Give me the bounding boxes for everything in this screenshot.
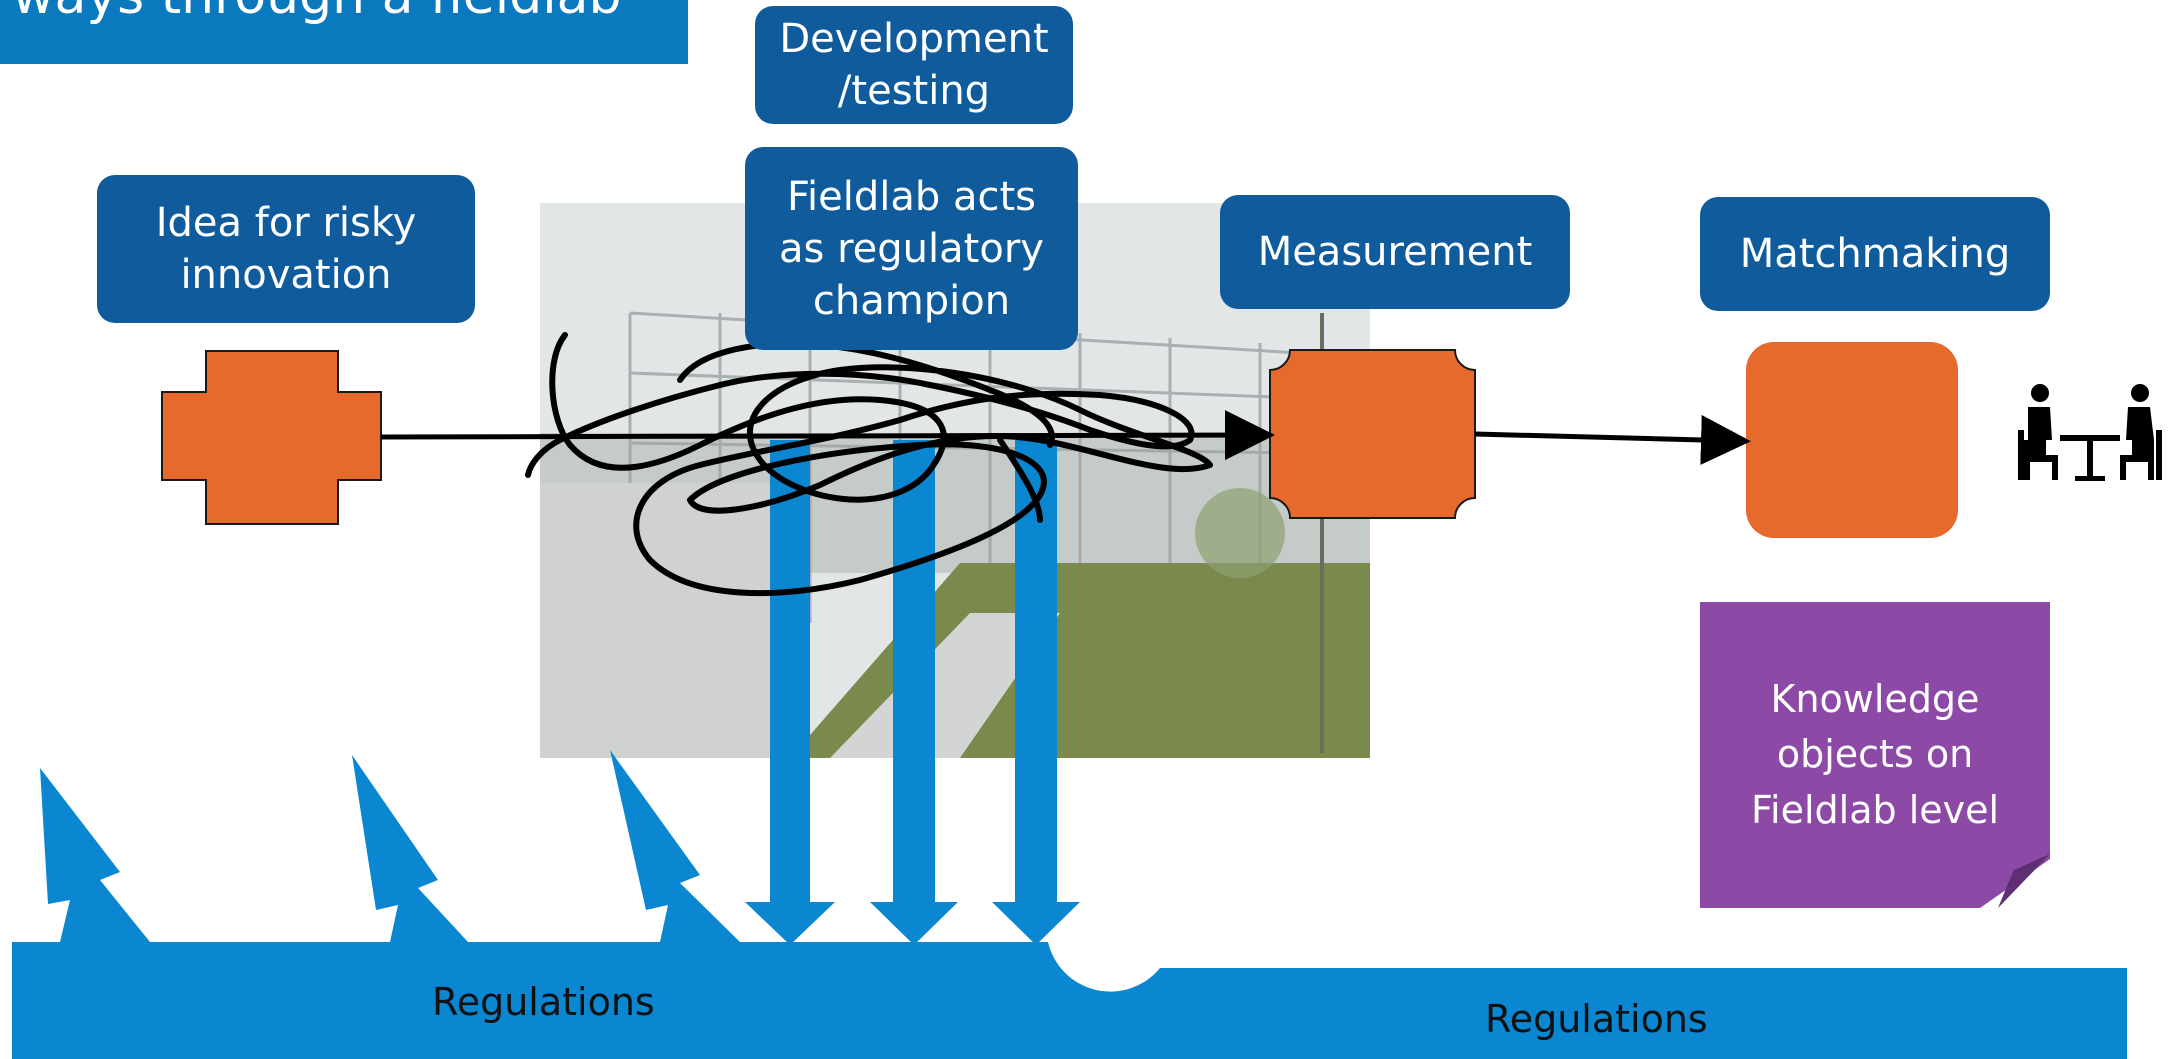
meeting-icon (2018, 384, 2162, 481)
knowledge-note: Knowledge objects on Fieldlab level (1700, 602, 2050, 908)
title-banner: ways through a fieldlab (0, 0, 688, 64)
lightning-shape-2 (352, 755, 468, 942)
idea-box: Idea for risky innovation (97, 175, 475, 323)
regulations-label-right: Regulations (1485, 997, 1708, 1041)
plaque-shape (1269, 349, 1476, 519)
flow-arrow-2 (1474, 414, 1751, 465)
down-arrow-1 (745, 440, 835, 945)
development-box: Development /testing (755, 6, 1073, 124)
regulations-band (12, 942, 2127, 1059)
lightning-shape-1 (40, 768, 150, 942)
matchmaking-box: Matchmaking (1700, 197, 2050, 311)
rounded-square-shape (1746, 342, 1958, 538)
down-arrow-3 (992, 440, 1080, 945)
champion-box: Fieldlab acts as regulatory champion (745, 147, 1078, 350)
measurement-box: Measurement (1220, 195, 1570, 309)
scribble (525, 332, 1213, 597)
lightning-shape-3 (610, 750, 740, 942)
title-text: ways through a fieldlab (12, 0, 622, 22)
down-arrow-2 (870, 440, 958, 945)
regulations-label-left: Regulations (432, 980, 655, 1024)
cross-shape (161, 350, 382, 525)
